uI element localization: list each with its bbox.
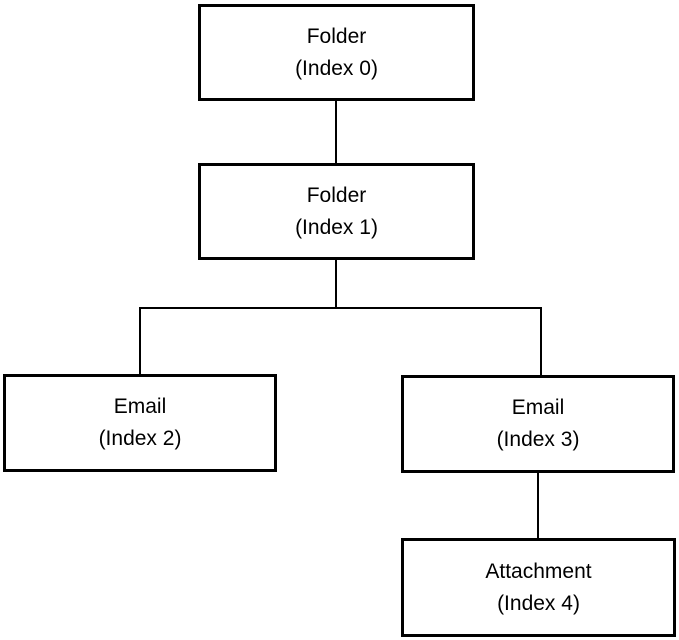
node-title: Folder <box>306 24 367 48</box>
node-title: Email <box>113 395 167 418</box>
node-folder-index-0: Folder (Index 0) <box>198 4 475 101</box>
connector-email3-attachment4 <box>537 473 539 538</box>
node-subtitle: (Index 4) <box>497 591 580 615</box>
connector-folder1-stem <box>335 260 337 307</box>
connector-branch-bus <box>139 307 542 309</box>
connector-folder0-folder1 <box>335 101 337 163</box>
node-folder-index-1: Folder (Index 1) <box>198 163 475 260</box>
node-subtitle: (Index 2) <box>98 427 182 450</box>
connector-drop-email2 <box>139 307 141 374</box>
node-title: Folder <box>306 183 367 207</box>
node-attachment-index-4: Attachment (Index 4) <box>401 538 676 637</box>
connector-drop-email3 <box>540 307 542 375</box>
node-subtitle: (Index 0) <box>295 56 378 80</box>
node-email-index-3: Email (Index 3) <box>401 375 675 473</box>
node-title: Attachment <box>485 559 592 583</box>
node-subtitle: (Index 1) <box>295 215 378 239</box>
node-title: Email <box>511 396 565 419</box>
node-email-index-2: Email (Index 2) <box>3 374 277 472</box>
node-subtitle: (Index 3) <box>496 428 580 451</box>
